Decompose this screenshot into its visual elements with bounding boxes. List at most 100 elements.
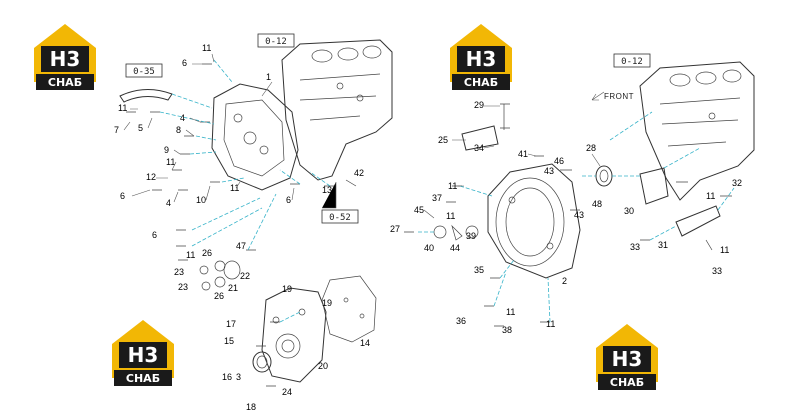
callout: 43 <box>544 166 554 176</box>
oil-seal <box>252 351 272 373</box>
callout: 47 <box>236 241 246 251</box>
svg-text:H3: H3 <box>466 47 497 71</box>
rear-seal <box>595 165 613 187</box>
logo-text-bottom: CHAБ <box>48 76 82 89</box>
callout: 37 <box>432 193 442 203</box>
callout: 35 <box>474 265 484 275</box>
callout: 6 <box>182 58 187 68</box>
callout: 38 <box>502 325 512 335</box>
svg-text:0-12: 0-12 <box>265 37 287 47</box>
callout: 44 <box>450 243 460 253</box>
callout: 2 <box>562 276 567 286</box>
callout: 11 <box>166 157 175 167</box>
right-assembly <box>404 61 755 327</box>
callout: 36 <box>456 316 466 326</box>
logo-top-center: H3 CHAБ <box>450 24 512 90</box>
callout: 11 <box>706 191 715 201</box>
callout: 26 <box>214 291 224 301</box>
callout: 15 <box>224 336 234 346</box>
svg-text:H3: H3 <box>612 347 643 371</box>
callout: 9 <box>164 145 169 155</box>
callout: 14 <box>360 338 370 348</box>
callout: 16 <box>222 372 232 382</box>
logo-top-left: H3 CHAБ <box>34 24 96 90</box>
callout: 10 <box>196 195 206 205</box>
callout: 46 <box>554 156 564 166</box>
callout: 19 <box>282 284 292 294</box>
callout: 11 <box>546 319 555 329</box>
svg-text:CHAБ: CHAБ <box>464 76 498 89</box>
callout: 23 <box>178 282 188 292</box>
callout: 45 <box>414 205 424 215</box>
callout: 23 <box>174 267 184 277</box>
callout: 39 <box>466 231 476 241</box>
callout: 4 <box>180 113 185 123</box>
callout: 12 <box>146 172 156 182</box>
front-label: FRONT <box>604 92 634 101</box>
callout: 1 <box>266 72 271 82</box>
ref-box-left-seal: 0-35 <box>125 63 163 78</box>
callout: 6 <box>286 195 291 205</box>
svg-text:H3: H3 <box>128 343 159 367</box>
callouts-right: 29 25 34 41 28 46 11 43 37 30 32 48 43 1… <box>390 100 742 335</box>
callout: 3 <box>236 372 241 382</box>
callout: 22 <box>240 271 250 281</box>
bracket-31 <box>675 205 721 237</box>
callout: 11 <box>720 245 729 255</box>
callout: 11 <box>506 307 515 317</box>
callout: 25 <box>438 135 448 145</box>
callout: 7 <box>114 125 119 135</box>
callout: 21 <box>228 283 238 293</box>
callout: 32 <box>732 178 742 188</box>
callout: 6 <box>120 191 125 201</box>
engine-block-right <box>639 61 755 201</box>
ref-box-left-block: 0-12 <box>257 33 295 48</box>
callout: 33 <box>712 266 722 276</box>
svg-text:0-12: 0-12 <box>621 57 643 67</box>
svg-text:0-52: 0-52 <box>329 213 351 223</box>
front-indicator: FRONT <box>591 91 634 101</box>
callout: 33 <box>630 242 640 252</box>
callout: 40 <box>424 243 434 253</box>
callout: 18 <box>246 402 256 412</box>
ref-box-right-block: 0-12 <box>613 53 651 68</box>
callout: 19 <box>322 298 332 308</box>
logo-bottom-left: H3 CHAБ <box>112 320 174 386</box>
callout: 11 <box>446 211 455 221</box>
callout: 29 <box>474 100 484 110</box>
callout: 11 <box>202 43 211 53</box>
logo-text-top: H3 <box>50 47 81 71</box>
leader-lines <box>123 53 601 219</box>
callout: 26 <box>202 248 212 258</box>
callout: 28 <box>586 143 596 153</box>
callout: 11 <box>186 250 195 260</box>
callout: 30 <box>624 206 634 216</box>
callout: 5 <box>138 123 143 133</box>
callout: 11 <box>230 183 239 193</box>
logo-bottom-right: H3 CHAБ <box>596 324 658 390</box>
seal-plate <box>119 89 173 103</box>
ref-box-left-bottom: 0-52 <box>321 209 359 224</box>
callout: 42 <box>354 168 364 178</box>
callout: 43 <box>574 210 584 220</box>
callout: 27 <box>390 224 400 234</box>
callout: 6 <box>152 230 157 240</box>
callout: 24 <box>282 387 292 397</box>
gasket <box>321 275 377 343</box>
callout: 13 <box>322 185 332 195</box>
callouts-left: 11 6 1 11 7 5 4 8 9 11 12 6 4 10 11 6 13… <box>114 43 370 412</box>
callout: 34 <box>474 143 484 153</box>
svg-text:0-35: 0-35 <box>133 67 155 77</box>
callout: 11 <box>448 181 457 191</box>
flywheel-housing <box>487 163 581 279</box>
callout: 8 <box>176 125 181 135</box>
front-cover <box>261 287 327 383</box>
callout: 11 <box>118 103 127 113</box>
callout: 31 <box>658 240 668 250</box>
engine-block-left <box>281 39 393 181</box>
callout: 48 <box>592 199 602 209</box>
sensor-bracket <box>461 125 499 151</box>
bracket-30 <box>639 167 669 205</box>
svg-text:CHAБ: CHAБ <box>610 376 644 389</box>
